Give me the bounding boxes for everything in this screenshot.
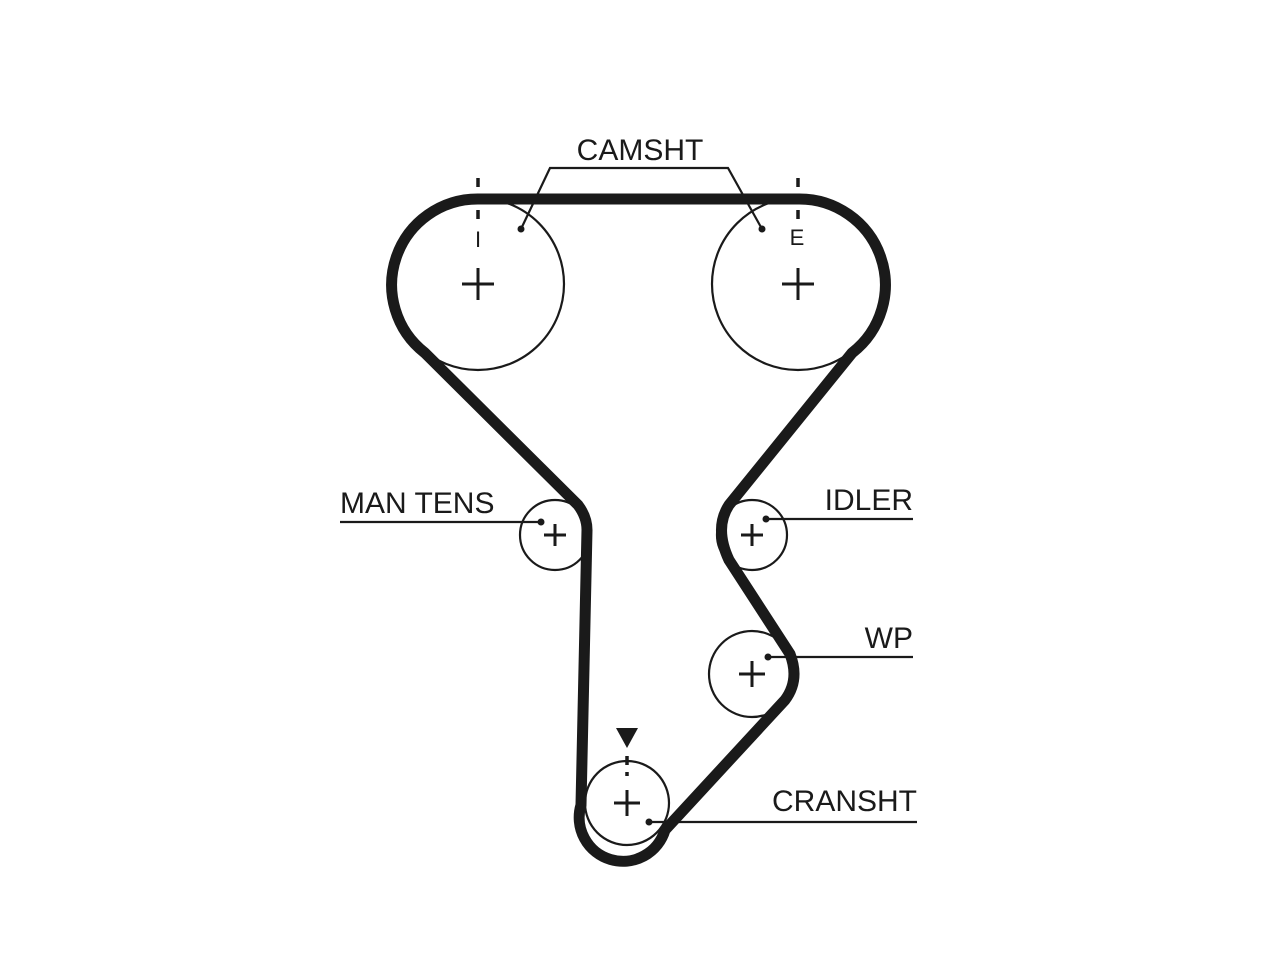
exhaust-mark-label: E [790,225,805,250]
crankshaft-center-icon [614,790,640,816]
tensioner-leader-dot [537,518,545,526]
crankshaft-label: CRANSHT [772,785,917,818]
tensioner-label: MAN TENS [340,487,494,520]
idler-center-icon [741,524,763,546]
idler-leader-dot [762,515,770,523]
intake-camshaft-center-icon [462,268,494,300]
idler-label: IDLER [825,484,913,517]
intake-mark-label: I [475,227,481,252]
camshaft-leader [520,166,763,230]
crankshaft-leader-dot [645,818,653,826]
camshaft-label: CAMSHT [577,134,704,167]
exhaust-camshaft-center-icon [782,268,814,300]
timing-belt [386,193,891,867]
tensioner-center-icon [544,524,566,546]
camshaft-leader-dot-intake [517,225,525,233]
crankshaft-timing-arrow-icon [616,728,638,748]
water-pump-center-icon [739,661,765,687]
water-pump-label: WP [865,622,913,655]
water-pump-leader-dot [764,653,772,661]
camshaft-leader-dot-exhaust [758,225,766,233]
